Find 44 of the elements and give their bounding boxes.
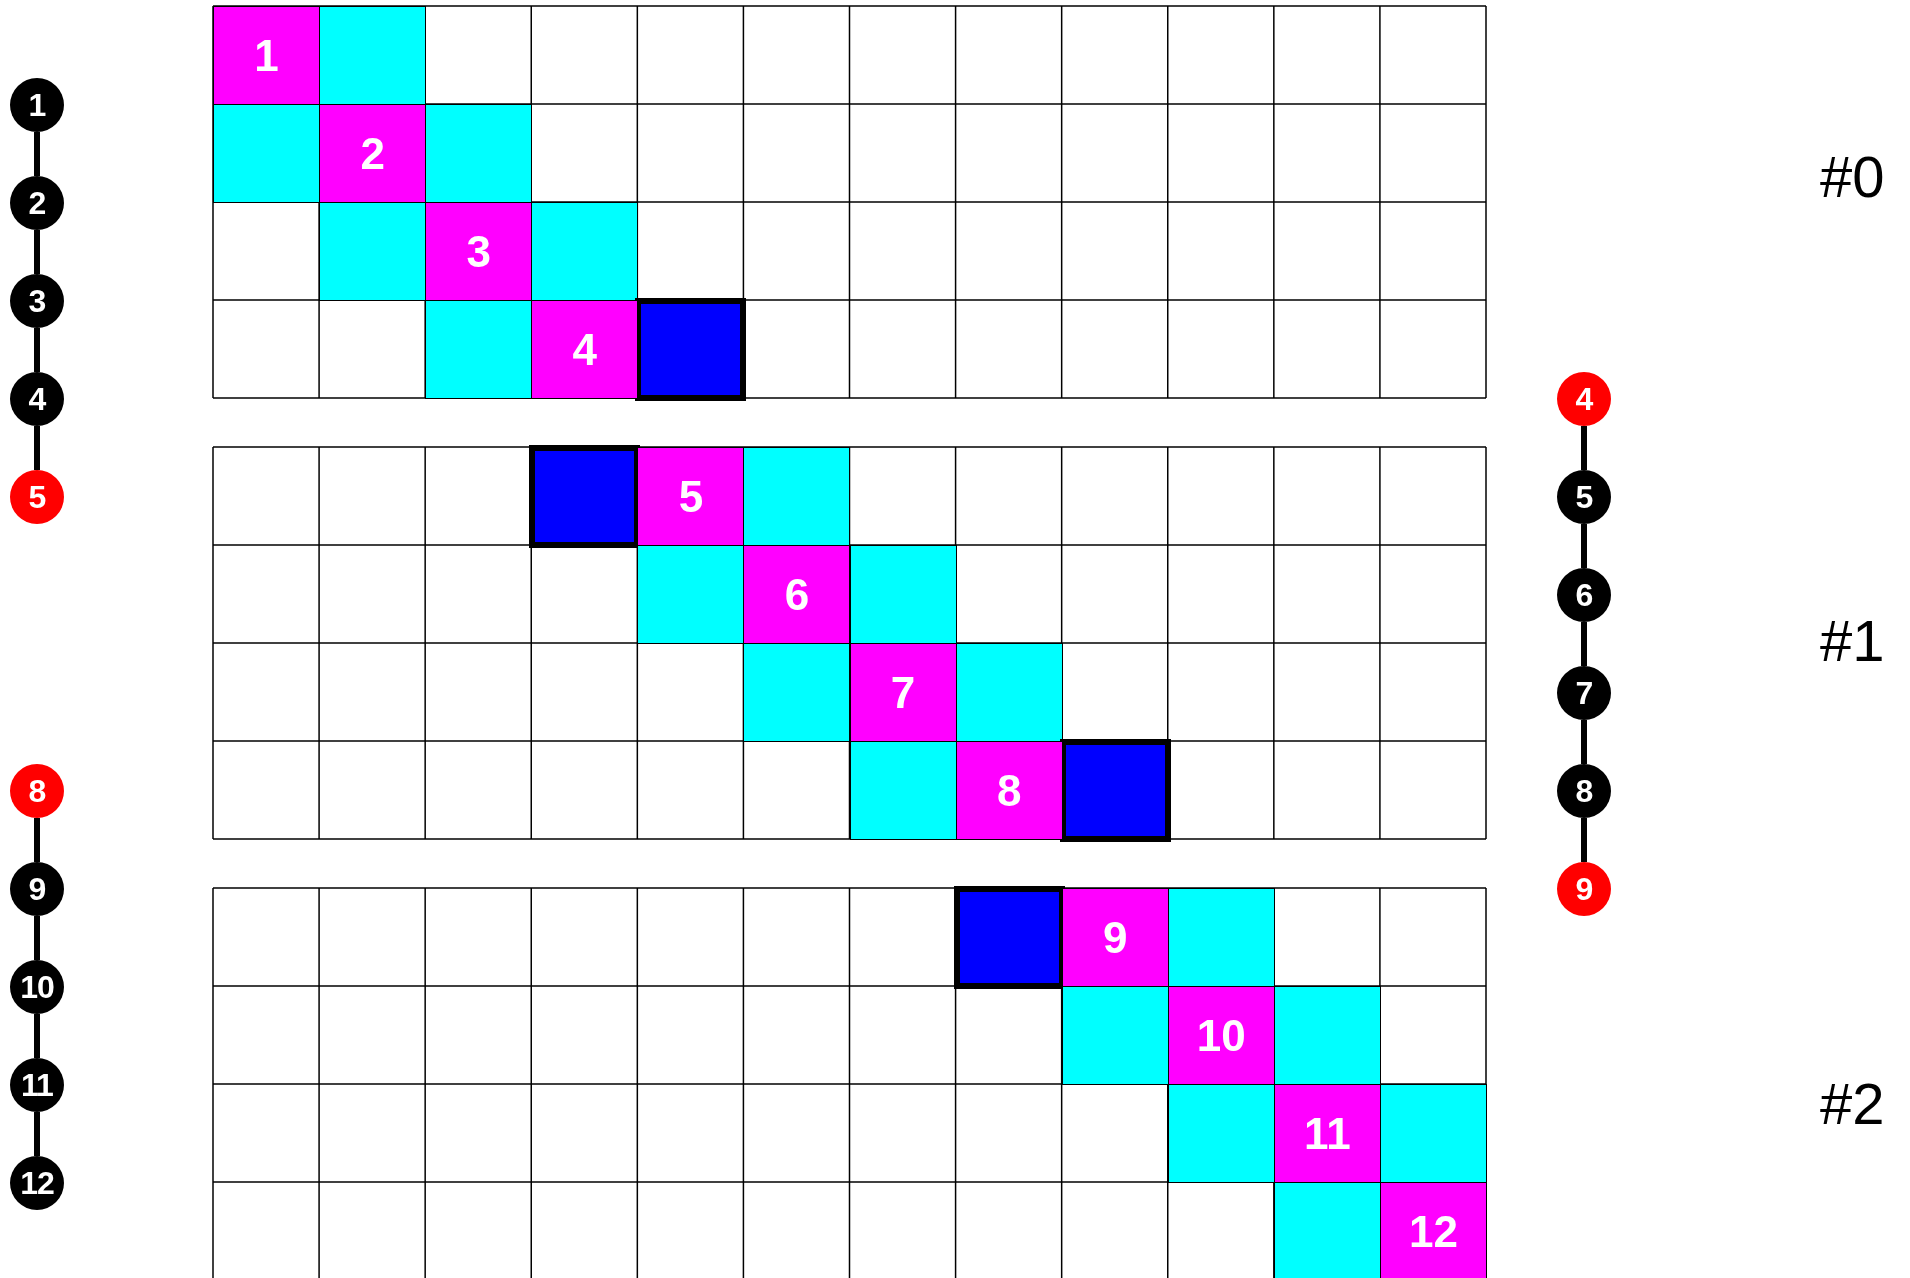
- node-circle: 10: [10, 960, 64, 1014]
- diagonal-cell: 12: [1379, 1182, 1487, 1278]
- node-circle: 9: [10, 862, 64, 916]
- node-circle: 6: [1557, 568, 1611, 622]
- connector-line: [1581, 818, 1587, 862]
- diagonal-cell: 5: [637, 447, 745, 546]
- connector-line: [34, 916, 40, 960]
- diagonal-cell: 7: [849, 643, 957, 742]
- connector-line: [34, 328, 40, 372]
- diagonal-cell: 4: [531, 300, 639, 399]
- diagonal-cell: 3: [425, 202, 533, 301]
- connector-line: [1581, 720, 1587, 764]
- diagonal-cell: 10: [1167, 986, 1275, 1085]
- partition-label: #1: [1820, 612, 1885, 670]
- diagonal-cell: 9: [1061, 888, 1169, 987]
- node-circle: 12: [10, 1156, 64, 1210]
- node-circle: 7: [1557, 666, 1611, 720]
- connector-line: [34, 1112, 40, 1156]
- node-circle: 1: [10, 78, 64, 132]
- diagonal-cell: 8: [955, 741, 1063, 840]
- connector-line: [1581, 524, 1587, 568]
- node-circle: 9: [1557, 862, 1611, 916]
- node-circle: 4: [10, 372, 64, 426]
- node-circle: 8: [1557, 764, 1611, 818]
- connector-line: [34, 1014, 40, 1058]
- partition-label: #0: [1820, 148, 1885, 206]
- connector-line: [34, 132, 40, 176]
- node-circle: 3: [10, 274, 64, 328]
- partition-label: #2: [1820, 1075, 1885, 1133]
- connector-line: [34, 818, 40, 862]
- diagonal-cell: 11: [1273, 1084, 1381, 1183]
- node-circle: 8: [10, 764, 64, 818]
- connector-line: [1581, 622, 1587, 666]
- connector-line: [34, 426, 40, 470]
- node-circle: 2: [10, 176, 64, 230]
- node-circle: 5: [10, 470, 64, 524]
- node-circle: 11: [10, 1058, 64, 1112]
- diagonal-cell: 1: [213, 6, 321, 105]
- diagonal-cell: 2: [319, 104, 427, 203]
- node-circle: 5: [1557, 470, 1611, 524]
- node-circle: 4: [1557, 372, 1611, 426]
- diagonal-cell: 6: [743, 545, 851, 644]
- connector-line: [1581, 426, 1587, 470]
- connector-line: [34, 230, 40, 274]
